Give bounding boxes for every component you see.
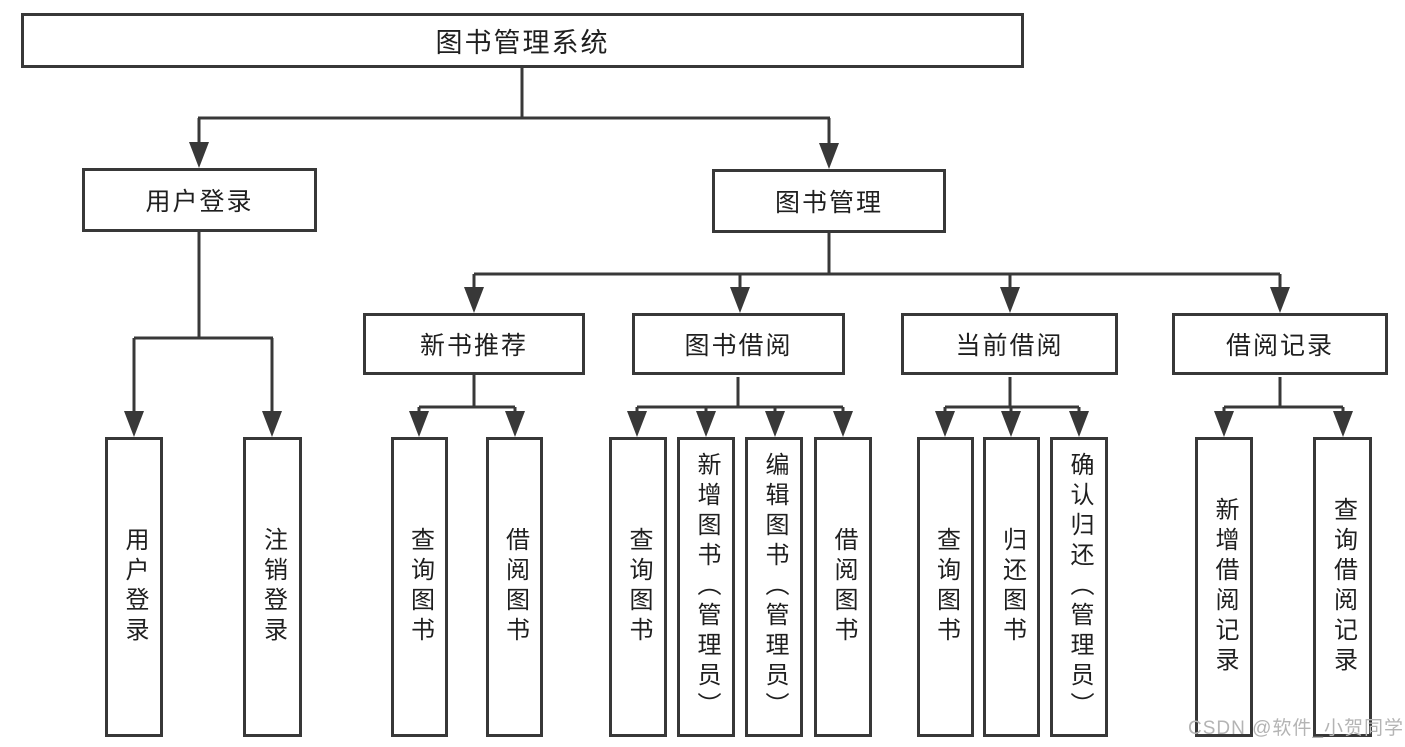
leaf-confirm-return-admin: 确认归还（管理员） (1050, 437, 1108, 737)
leaf-edit-books-admin: 编辑图书（管理员） (745, 437, 803, 737)
leaf-add-books-admin: 新增图书（管理员） (677, 437, 735, 737)
watermark: CSDN @软件_小贺同学 (1188, 718, 1404, 739)
leaf-query-books-current: 查询图书 (917, 437, 974, 737)
leaf-borrow-books-recommend: 借阅图书 (486, 437, 543, 737)
node-current-borrowing: 当前借阅 (901, 313, 1118, 375)
leaf-query-books-borrowing: 查询图书 (609, 437, 667, 737)
leaf-query-books-recommend: 查询图书 (391, 437, 448, 737)
connector-lines (132, 68, 1345, 413)
leaf-borrow-books: 借阅图书 (814, 437, 872, 737)
node-root-library-system: 图书管理系统 (21, 13, 1024, 68)
node-new-book-recommendation: 新书推荐 (363, 313, 585, 375)
node-book-borrowing: 图书借阅 (632, 313, 845, 375)
leaf-add-borrow-record: 新增借阅记录 (1195, 437, 1253, 737)
node-book-management: 图书管理 (712, 169, 946, 233)
arrowhead-icons (124, 142, 1353, 437)
leaf-query-borrow-record: 查询借阅记录 (1313, 437, 1372, 737)
node-user-login: 用户登录 (82, 168, 317, 232)
leaf-return-books: 归还图书 (983, 437, 1040, 737)
leaf-user-login: 用户登录 (105, 437, 163, 737)
node-borrowing-records: 借阅记录 (1172, 313, 1388, 375)
leaf-logout: 注销登录 (243, 437, 302, 737)
